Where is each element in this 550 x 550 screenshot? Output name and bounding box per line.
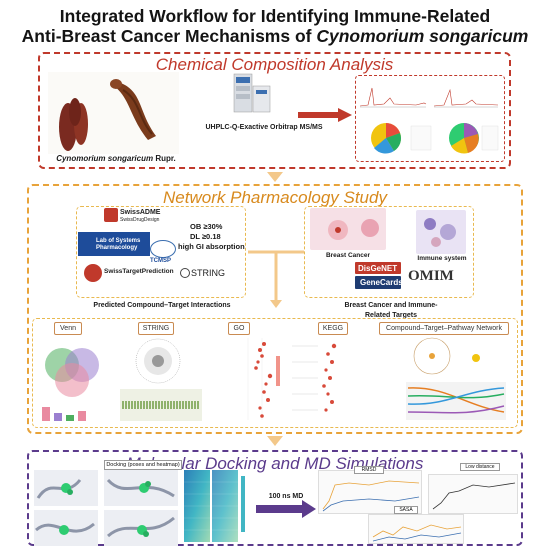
docking-pose-3 xyxy=(34,510,98,546)
panel-venn-label: Venn xyxy=(54,322,82,335)
string-logo: STRING xyxy=(191,268,226,278)
left-caption: Predicted Compound–Target Interactions xyxy=(93,302,231,309)
screening-box xyxy=(76,206,246,298)
section-docking-md: Molecular Docking and MD Simulations xyxy=(27,450,523,546)
instrument-caption: UHPLC-Q-Exactive Orbitrap MS/MS xyxy=(205,124,323,131)
section-network-pharmacology: Network Pharmacology Study xyxy=(27,184,523,434)
title-species: Cynomorium songaricum xyxy=(316,26,529,46)
flow-arrow-2 xyxy=(267,436,283,446)
sasa-plot xyxy=(368,514,464,544)
genecards-logo: GeneCards xyxy=(360,278,403,287)
sasa-label: SASA xyxy=(394,506,418,514)
string-icon xyxy=(180,268,190,278)
process-arrow xyxy=(298,108,352,122)
omim-logo: OMIM xyxy=(408,268,454,284)
disgenet-logo-bg xyxy=(355,262,401,274)
md-arrow xyxy=(256,500,316,518)
flow-arrow-1 xyxy=(267,172,283,182)
docking-pose-4 xyxy=(104,510,178,546)
swissadme-logo: SwissADME xyxy=(120,209,161,216)
docking-label: Docking (poses and heatmap) xyxy=(104,460,182,470)
swisstarget-icon xyxy=(84,264,102,282)
rmsd-label: RMSD xyxy=(354,466,384,474)
instrument-image xyxy=(232,72,272,114)
criteria-gi: high GI absorption xyxy=(178,242,245,251)
swissadme-icon xyxy=(104,208,118,222)
plant-photo xyxy=(48,72,179,154)
docking-pose-2 xyxy=(104,470,178,506)
docking-heatmap xyxy=(184,470,248,542)
main-title-line1: Integrated Workflow for Identifying Immu… xyxy=(59,6,491,26)
tcmsp-icon xyxy=(150,240,176,258)
kegg-dotplot xyxy=(288,336,358,422)
right-caption: Breast Cancer and Immune-Related Targets xyxy=(344,302,438,319)
breast-cancer-image xyxy=(310,208,386,250)
title-prefix: Anti-Breast Cancer Mechanisms of xyxy=(21,26,317,46)
md-label: 100 ns MD xyxy=(268,493,304,500)
immune-label: Immune system xyxy=(417,255,467,262)
section2-title: Network Pharmacology Study xyxy=(163,188,387,207)
docking-pose-1 xyxy=(34,470,98,506)
plant-caption-suffix: Rupr. xyxy=(153,154,176,163)
section3-title: Molecular Docking and MD Simulations xyxy=(126,454,424,473)
go-dotplot xyxy=(212,336,282,422)
tcmsp-logo: TCMSP xyxy=(150,258,171,264)
panel-string-label: STRING xyxy=(138,322,174,335)
swisstarget-logo: SwissTargetPrediction xyxy=(104,268,174,275)
panel-go-label: GO xyxy=(228,322,250,335)
breast-cancer-label: Breast Cancer xyxy=(325,252,371,259)
lsp-logo: Lab of Systems Pharmacology xyxy=(96,238,141,251)
plant-caption: Cynomorium songaricum Rupr. xyxy=(46,154,186,164)
swissadme-sub: SwissDrugDesign xyxy=(120,217,160,223)
criteria-ob: OB ≥30% xyxy=(190,222,223,231)
plant-caption-species: Cynomorium songaricum xyxy=(56,154,154,163)
immune-image xyxy=(416,210,466,254)
disgenet-logo: DisGeNET xyxy=(358,264,398,273)
section1-title: Chemical Composition Analysis xyxy=(155,55,394,74)
merge-connector xyxy=(248,250,304,310)
distance-plot xyxy=(428,474,518,514)
genecards-logo-bg xyxy=(355,276,401,289)
venn-diagram xyxy=(36,335,108,423)
analysis-panels-box xyxy=(32,318,518,428)
string-network xyxy=(116,335,206,423)
ms-results-box xyxy=(355,75,505,162)
panel-network-label: Compound–Target–Pathway Network xyxy=(379,322,509,335)
ctp-network xyxy=(376,336,512,422)
panel-kegg-label: KEGG xyxy=(318,322,348,335)
criteria-dl: DL ≥0.18 xyxy=(190,232,221,241)
disease-targets-box xyxy=(304,206,474,298)
section-chemical-composition: Chemical Composition Analysis xyxy=(38,52,511,169)
lsp-logo-bg xyxy=(78,232,150,256)
main-title-line2: Anti-Breast Cancer Mechanisms of Cynomor… xyxy=(0,26,550,46)
distance-label: Low distance xyxy=(460,463,500,471)
